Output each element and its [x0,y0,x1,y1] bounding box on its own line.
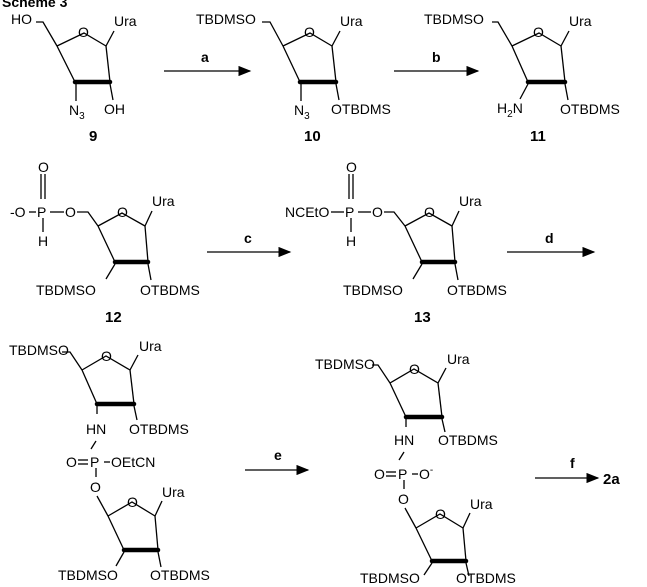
oxyanion-label: -O [10,204,26,220]
silyl-ether-label: OTBDMS [447,282,507,298]
reagent-label: a [201,49,209,65]
ring-oxygen: O [304,24,315,40]
phosphorus-atom: P [37,204,46,220]
reaction-arrow-a: a [164,49,252,77]
uracil-label: Ura [139,338,162,354]
silyl-ether-label: OTBDMS [140,282,200,298]
uracil-label: Ura [470,496,493,512]
amide-nh-label: HN [86,421,106,437]
amide-nh-label: HN [394,432,414,448]
reaction-arrow-d: d [507,230,596,258]
cyanoethyl-ester-label: OEtCN [111,454,155,470]
azide-group: N3 [294,102,310,122]
reaction-arrow-f: f 2a [535,455,620,488]
compound-number: 9 [89,128,97,145]
ring-oxygen: O [533,24,544,40]
silyl-ether-label: OTBDMS [456,570,516,586]
phosphoryl-oxygen: O [374,466,385,482]
ring-oxygen: O [127,494,138,510]
compound-11: TBDMSO O Ura H2N OTBDMS 11 [424,11,620,145]
reaction-arrow-c: c [207,230,292,258]
compound-12: O -O P O H O Ura TBDMSO OTBDMS 12 [10,159,200,326]
hydrogen-atom: H [346,233,356,249]
compound-number: 10 [304,128,321,145]
reagent-label: f [570,455,575,471]
ring-oxygen: O [435,506,446,522]
silyl-ether-label: TBDMSO [58,567,118,583]
ester-oxygen: O [90,479,101,495]
silyl-ether-label: OTBDMS [331,101,391,117]
uracil-label: Ura [152,193,175,209]
silyl-ether-label: TBDMSO [360,570,420,586]
ester-oxygen: O [398,491,409,507]
product-label: 2a [603,471,620,488]
hydroxyl-group: HO [11,11,32,27]
ring-oxygen: O [424,204,435,220]
ring-oxygen: O [78,24,89,40]
compound-13: O NCEtO P O H O Ura TBDMSO OTBDMS 13 [285,159,507,326]
uracil-label: Ura [447,351,470,367]
compound-10: TBDMSO O Ura N3 OTBDMS 10 [196,11,391,145]
phosphorus-atom: P [398,466,407,482]
ester-oxygen: O [65,204,76,220]
phosphoryl-oxygen: O [38,159,49,175]
uracil-label: Ura [569,13,592,29]
silyl-ether-label: TBDMSO [424,11,484,27]
ester-oxygen: O [372,204,383,220]
silyl-ether-label: OTBDMS [560,101,620,117]
reagent-label: c [244,230,252,246]
silyl-ether-label: OTBDMS [438,432,498,448]
compound-14: TBDMSO O Ura HN OTBDMS O P OEtCN O O Ura… [9,338,210,583]
uracil-label: Ura [459,193,482,209]
ring-oxygen: O [117,204,128,220]
uracil-label: Ura [162,484,185,500]
silyl-ether-label: TBDMSO [9,342,69,358]
cyanoethoxy-label: NCEtO [285,204,329,220]
hydrogen-atom: H [38,233,48,249]
silyl-ether-label: TBDMSO [343,282,403,298]
reagent-label: d [545,230,554,246]
azide-group: N3 [69,102,85,122]
compound-9: HO O Ura N3 OH 9 [11,11,137,145]
amine-group: H2N [497,100,523,120]
phosphorus-atom: P [90,454,99,470]
reagent-label: e [274,447,282,463]
anionic-oxygen: O- [419,465,433,482]
reaction-arrow-e: e [245,447,310,476]
ring-oxygen: O [409,361,420,377]
phosphoryl-oxygen: O [66,454,77,470]
compound-number: 12 [105,309,122,326]
compound-number: 11 [530,128,546,145]
compound-15: TBDMSO O Ura HN OTBDMS O P O- O O Ura TB… [315,351,516,586]
phosphorus-atom: P [345,204,354,220]
reaction-arrow-b: b [394,49,480,77]
scheme-title: Scheme 3 [2,0,68,10]
uracil-label: Ura [340,13,363,29]
silyl-ether-label: OTBDMS [150,567,210,583]
ring-oxygen: O [101,348,112,364]
silyl-ether-label: TBDMSO [36,282,96,298]
reagent-label: b [432,49,441,65]
silyl-ether-label: TBDMSO [315,356,375,372]
hydroxyl-group: OH [104,101,125,117]
uracil-label: Ura [114,13,137,29]
phosphoryl-oxygen: O [346,159,357,175]
compound-number: 13 [414,309,431,326]
silyl-ether-label: OTBDMS [129,421,189,437]
silyl-ether-label: TBDMSO [196,11,256,27]
